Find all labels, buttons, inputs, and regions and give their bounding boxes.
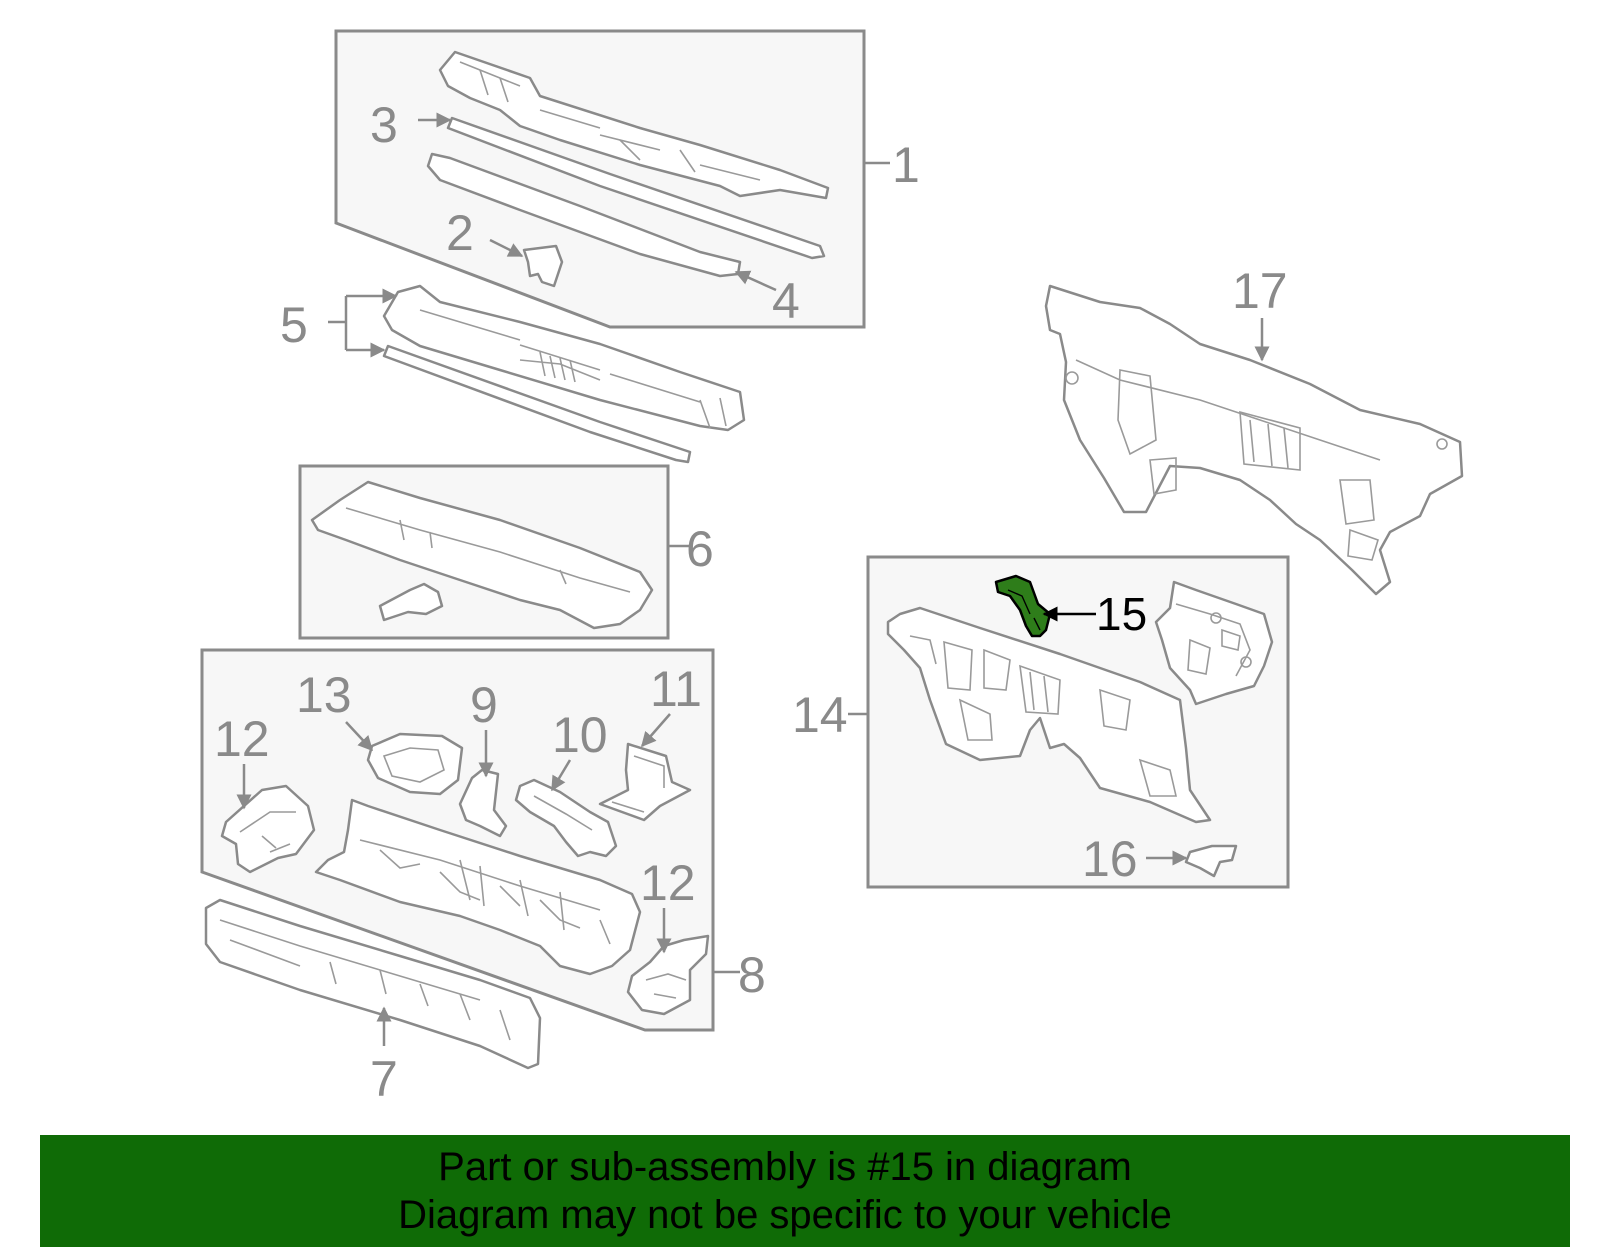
callout-11: 11 [650, 661, 702, 717]
callout-4: 4 [772, 273, 800, 329]
callout-6: 6 [686, 521, 714, 577]
info-banner: Part or sub-assembly is #15 in diagram D… [40, 1135, 1570, 1247]
callout-5: 5 [280, 297, 308, 353]
part-16 [1184, 844, 1238, 878]
group-8-dash-panel [314, 798, 642, 976]
cowl-top-panel [438, 50, 830, 200]
callout-17: 17 [1232, 263, 1288, 319]
callouts: 1 3 2 4 5 6 12 13 9 10 11 12 8 7 17 14 1… [214, 97, 1288, 1107]
callout-15: 15 [1096, 588, 1147, 640]
part-13 [366, 732, 464, 796]
part-14-side-panel [1154, 580, 1274, 706]
group-box-6 [298, 464, 670, 640]
part-4-seal [426, 152, 742, 278]
leader-lines [236, 112, 1270, 1046]
part-5-strip [382, 344, 692, 464]
part-5-panel [382, 284, 746, 432]
callout-10: 10 [552, 707, 608, 763]
part-10 [514, 778, 618, 858]
callout-2: 2 [446, 205, 474, 261]
part-15-highlighted[interactable] [994, 574, 1052, 638]
callout-14: 14 [792, 687, 848, 743]
callout-7: 7 [370, 1051, 398, 1107]
callout-16: 16 [1082, 831, 1138, 887]
part-3-seal [446, 116, 826, 260]
part-7 [204, 898, 542, 1070]
callout-13: 13 [296, 667, 352, 723]
part-17 [1044, 284, 1464, 596]
callout-12-right: 12 [640, 855, 696, 911]
banner-part-text: Part or sub-assembly is #15 in diagram [438, 1145, 1132, 1189]
callout-1: 1 [892, 137, 920, 193]
part-11 [598, 742, 692, 822]
banner-disclaimer-text: Diagram may not be specific to your vehi… [398, 1193, 1172, 1237]
part-2-clip [522, 244, 564, 288]
callout-12-left: 12 [214, 711, 270, 767]
callout-3: 3 [370, 97, 398, 153]
callout-8: 8 [738, 947, 766, 1003]
part-12-right [626, 934, 710, 1016]
part-14-panel [886, 606, 1212, 824]
callout-9: 9 [470, 677, 498, 733]
